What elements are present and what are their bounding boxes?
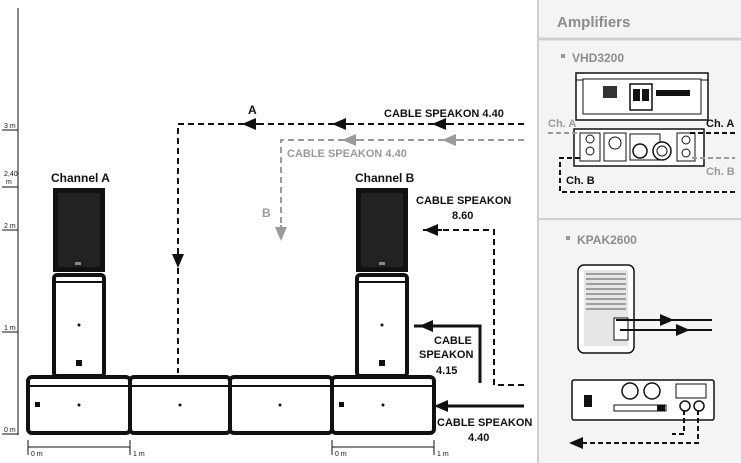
subwoofer-cabinet: [330, 375, 436, 435]
kpak2600-side-icon: [577, 264, 635, 354]
cable-440-bottom-line2: 4.40: [468, 432, 489, 444]
cable-415-line1: CABLE: [434, 335, 472, 347]
cable-440-top-label: CABLE SPEAKON 4.40: [384, 108, 504, 120]
amp-vhd3200-name: VHD3200: [572, 51, 624, 65]
cable-415-line3: 4.15: [436, 365, 457, 377]
bullet-icon: [566, 236, 570, 240]
height-scale: 3 m 2,40 m 2 m 1 m 0 m: [2, 8, 19, 435]
ch-b-output-label: Ch. B: [706, 166, 735, 178]
vhd3200-rear-icon: [573, 128, 705, 167]
amplifiers-panel: Amplifiers VHD3200 KPAK2600: [537, 0, 741, 463]
amp-kpak2600-name: KPAK2600: [577, 233, 637, 247]
kpak2600-rear-icon: [571, 379, 715, 421]
cable-routes: A CABLE SPEAKON 4.40 B CABLE SPEAKON 4.4…: [172, 103, 532, 444]
scale-2m: 2 m: [4, 223, 16, 230]
hscale-1m-b: 1 m: [437, 451, 449, 458]
route-b-label: B: [262, 206, 271, 220]
scale-3m: 3 m: [4, 123, 16, 130]
ch-a-output-label: Ch. A: [706, 118, 734, 130]
subwoofer-cabinet: [228, 375, 334, 435]
cable-860-line2: 8.60: [452, 210, 473, 222]
scale-240-unit: m: [6, 179, 12, 186]
scale-240: 2,40: [4, 171, 18, 178]
scale-1m: 1 m: [4, 325, 16, 332]
cable-440-gray-label: CABLE SPEAKON 4.40: [287, 148, 407, 160]
cable-440-bottom-line1: CABLE SPEAKON: [437, 417, 532, 429]
vhd3200-front-icon: [575, 72, 709, 121]
hscale-1m-a: 1 m: [133, 451, 145, 458]
hscale-0m-a: 0 m: [31, 451, 43, 458]
subwoofer-cabinet: [128, 375, 232, 435]
subwoofer-row: [26, 375, 436, 435]
cable-860-line1: CABLE SPEAKON: [416, 195, 511, 207]
amplifiers-title: Amplifiers: [557, 14, 630, 31]
bullet-icon: [561, 54, 565, 58]
stack-channel-a: Channel A: [51, 171, 110, 378]
ch-a-input-label: Ch. A: [548, 118, 576, 130]
scale-0m: 0 m: [4, 427, 16, 434]
stack-channel-b: Channel B: [355, 171, 415, 378]
width-scale: 0 m 1 m 0 m 1 m: [27, 440, 449, 458]
subwoofer-cabinet: [26, 375, 132, 435]
cable-415-line2: SPEAKON: [419, 349, 473, 361]
channel-a-label: Channel A: [51, 171, 110, 185]
hscale-0m-b: 0 m: [335, 451, 347, 458]
ch-b-input-label: Ch. B: [566, 175, 595, 187]
route-a-label: A: [248, 103, 257, 117]
channel-b-label: Channel B: [355, 171, 415, 185]
